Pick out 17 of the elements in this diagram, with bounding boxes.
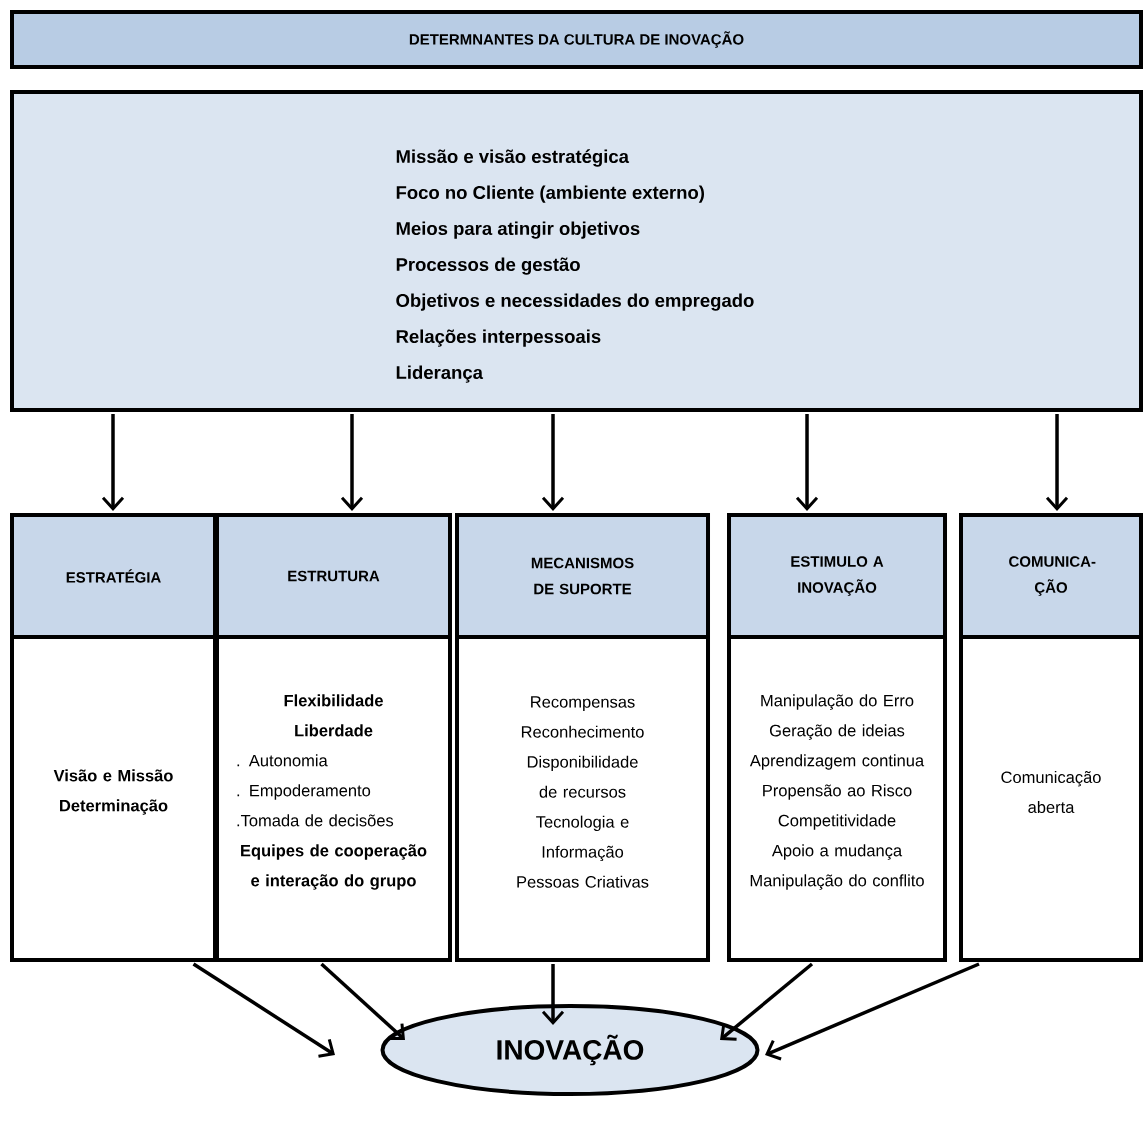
title-box: DETERMNANTES DA CULTURA DE INOVAÇÃO — [10, 10, 1143, 69]
column-box: ESTRUTURA Flexibilidade Liberdade . Autonomia . Empoderamento .Tomada de decisões Equipes de cooperação e interação do grupo — [215, 513, 452, 962]
arrow — [192, 962, 335, 1058]
arrow — [101, 414, 125, 511]
arrow — [340, 414, 364, 511]
column-box: COMUNICA-ÇÃO Comunicação aberta — [959, 513, 1143, 962]
arrow — [541, 414, 565, 511]
column-box: ESTRATÉGIA Visão e Missão Determinação — [10, 513, 217, 962]
arrow — [720, 962, 814, 1041]
column-box: ESTIMULO A INOVAÇÃO Manipulação do Erro Geração de ideias Aprendizagem continua Propensão ao Risco Competitividade Apoio a mudança Manipulação do conflito — [727, 513, 947, 962]
column-box: MECANISMOS DE SUPORTE Recompensas Reconhecimento Disponibilidade de recursos Tecnologia e Informação Pessoas Criativas — [455, 513, 710, 962]
factor-list-box: Missão e visão estratégica Foco no Cliente (ambiente externo) Meios para atingir objetivos Processos de gestão Objetivos e necessidades do empregado Relações interpessoais Liderança — [10, 90, 1143, 412]
arrow — [1045, 414, 1069, 511]
arrow — [541, 964, 565, 1025]
arrow — [320, 962, 405, 1040]
arrow — [765, 962, 980, 1061]
arrow — [795, 414, 819, 511]
